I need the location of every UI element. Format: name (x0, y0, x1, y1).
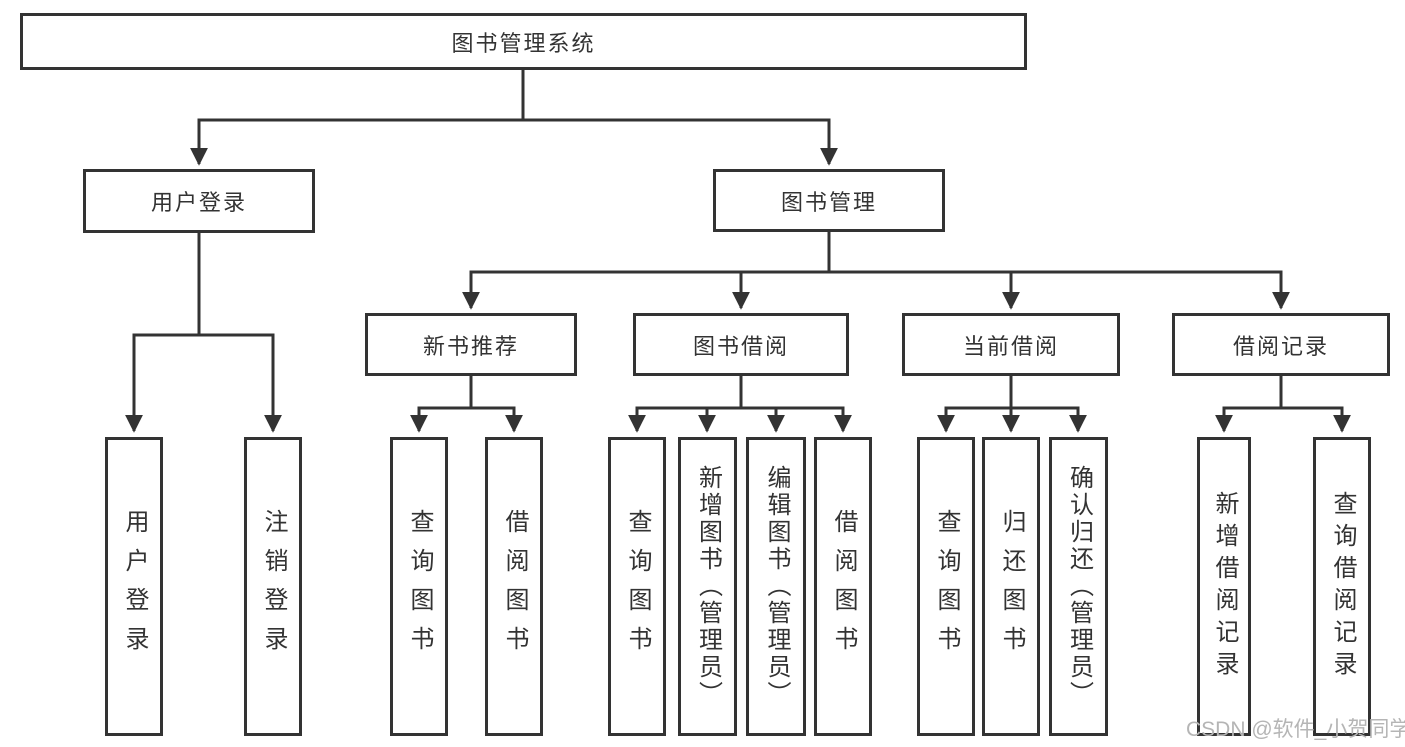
watermark-text: CSDN @软件_小贺同学 (1186, 718, 1405, 741)
connector-book-borrow-to-leaves (628, 376, 852, 433)
node-leaf-return-book: 归还图书 (982, 437, 1040, 736)
node-library-management-system: 图书管理系统 (20, 13, 1027, 70)
node-leaf-user-login: 用户登录 (105, 437, 163, 736)
node-borrow-record: 借阅记录 (1172, 313, 1390, 376)
node-label: 注销登录 (260, 508, 287, 665)
connector-book-management-to-level3 (462, 232, 1290, 310)
connector-user-login-to-leaves (125, 233, 282, 433)
node-book-borrow: 图书借阅 (633, 313, 849, 376)
node-leaf-borrow-book-recommend: 借阅图书 (485, 437, 543, 736)
node-label: 借阅记录 (1232, 333, 1329, 359)
connector-borrow-record-to-leaves (1215, 376, 1351, 433)
node-leaf-query-borrow-record: 查询借阅记录 (1313, 437, 1371, 736)
node-leaf-logout: 注销登录 (244, 437, 302, 736)
node-label: 借阅图书 (830, 508, 857, 665)
node-label: 查询图书 (933, 508, 960, 665)
node-label: 新书推荐 (422, 333, 519, 359)
node-label: 图书管理系统 (451, 30, 596, 56)
node-leaf-query-book-current: 查询图书 (917, 437, 975, 736)
node-book-management-branch: 图书管理 (713, 169, 945, 232)
node-label: 归还图书 (998, 508, 1025, 665)
node-label: 新增借阅记录 (1211, 490, 1238, 683)
node-leaf-add-borrow-record: 新增借阅记录 (1197, 437, 1251, 736)
node-label: 当前借阅 (962, 333, 1059, 359)
node-label: 借阅图书 (501, 508, 528, 665)
connector-current-borrow-to-leaves (937, 376, 1087, 433)
node-label: 查询图书 (406, 508, 433, 665)
node-label: 编辑图书（管理员） (763, 465, 790, 708)
node-leaf-borrow-book: 借阅图书 (814, 437, 872, 736)
node-label: 查询借阅记录 (1329, 490, 1356, 683)
node-leaf-confirm-return-admin: 确认归还（管理员） (1049, 437, 1108, 736)
node-leaf-add-book-admin: 新增图书（管理员） (678, 437, 737, 736)
node-leaf-edit-book-admin: 编辑图书（管理员） (746, 437, 806, 736)
connector-root-to-level2 (190, 70, 838, 166)
node-user-login-branch: 用户登录 (83, 169, 315, 233)
node-label: 确认归还（管理员） (1065, 465, 1093, 708)
node-label: 图书管理 (780, 189, 877, 215)
node-new-book-recommend: 新书推荐 (365, 313, 577, 376)
node-label: 查询图书 (624, 508, 651, 665)
node-label: 用户登录 (121, 508, 148, 665)
node-leaf-query-book-recommend: 查询图书 (390, 437, 448, 736)
node-label: 新增图书（管理员） (694, 465, 722, 708)
node-label: 用户登录 (150, 190, 247, 215)
connector-new-book-to-leaves (410, 376, 523, 433)
node-label: 图书借阅 (692, 333, 789, 359)
node-leaf-query-book-borrow: 查询图书 (608, 437, 666, 736)
node-current-borrow: 当前借阅 (902, 313, 1120, 376)
